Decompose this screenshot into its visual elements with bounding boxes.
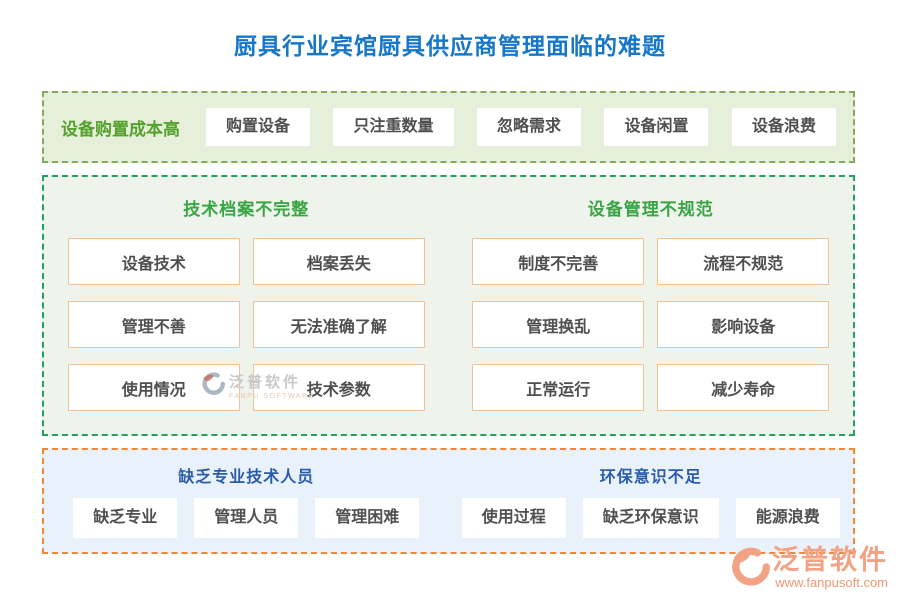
item-box: 缺乏专业 <box>73 498 178 538</box>
group-header: 设备管理不规范 <box>587 200 714 219</box>
item-box: 管理人员 <box>194 498 299 538</box>
item-box: 制度不完善 <box>472 238 645 285</box>
group-personnel: 缺乏专业技术人员 缺乏专业管理人员管理困难 <box>44 450 449 552</box>
fanpu-logo-icon <box>200 371 225 403</box>
item-box: 缺乏环保意识 <box>582 498 719 538</box>
item-box: 设备闲置 <box>604 108 709 146</box>
cost-row: 设备购置成本高 购置设备只注重数量忽略需求设备闲置设备浪费 <box>44 93 853 161</box>
group-management: 设备管理不规范 制度不完善流程不规范管理换乱影响设备正常运行减少寿命 <box>449 177 854 434</box>
section-archives-management: 技术档案不完整 设备技术档案丢失管理不善无法准确了解使用情况技术参数 设备管理不… <box>42 175 855 436</box>
item-box: 流程不规范 <box>657 238 830 285</box>
group-header: 缺乏专业技术人员 <box>178 469 315 486</box>
item-box: 无法准确了解 <box>252 301 425 348</box>
item-box: 管理换乱 <box>472 301 645 348</box>
brandmark-name: 泛普软件 <box>772 545 888 575</box>
watermark-brand: 泛普软件 <box>229 373 302 391</box>
section-personnel-environment: 缺乏专业技术人员 缺乏专业管理人员管理困难 环保意识不足 使用过程缺乏环保意识能… <box>42 448 855 554</box>
cost-section-label: 设备购置成本高 <box>61 119 180 139</box>
item-box: 管理困难 <box>315 498 420 538</box>
item-box: 设备浪费 <box>731 108 836 146</box>
group-item-grid: 设备技术档案丢失管理不善无法准确了解使用情况技术参数 <box>67 238 425 411</box>
item-box: 使用情况 <box>67 364 240 411</box>
item-box: 正常运行 <box>472 364 645 411</box>
watermark-texts: 泛普软件 FANPU SOFTWARE <box>229 375 315 400</box>
group-environment: 环保意识不足 使用过程缺乏环保意识能源浪费 <box>449 450 854 552</box>
section-equipment-cost: 设备购置成本高 购置设备只注重数量忽略需求设备闲置设备浪费 <box>42 91 855 163</box>
brandmark-url: www.fanpusoft.com <box>775 575 888 590</box>
group-item-grid: 制度不完善流程不规范管理换乱影响设备正常运行减少寿命 <box>472 238 830 411</box>
footer-brandmark: 泛普软件 www.fanpusoft.com <box>728 547 888 594</box>
item-box: 购置设备 <box>206 108 311 146</box>
group-item-row: 缺乏专业管理人员管理困难 <box>73 498 420 538</box>
bottom-columns: 缺乏专业技术人员 缺乏专业管理人员管理困难 环保意识不足 使用过程缺乏环保意识能… <box>44 450 853 552</box>
item-box: 管理不善 <box>67 301 240 348</box>
item-box: 减少寿命 <box>657 364 830 411</box>
watermark-brand-en: FANPU SOFTWARE <box>229 392 315 400</box>
group-item-row: 使用过程缺乏环保意识能源浪费 <box>461 498 840 538</box>
fanpu-logo-icon <box>728 547 770 594</box>
group-header: 环保意识不足 <box>599 469 702 486</box>
item-box: 档案丢失 <box>252 238 425 285</box>
item-box: 设备技术 <box>67 238 240 285</box>
page-title: 厨具行业宾馆厨具供应商管理面临的难题 <box>234 33 666 59</box>
center-watermark: 泛普软件 FANPU SOFTWARE <box>200 371 315 403</box>
group-archives: 技术档案不完整 设备技术档案丢失管理不善无法准确了解使用情况技术参数 <box>44 177 449 434</box>
item-box: 忽略需求 <box>476 108 581 146</box>
item-box: 只注重数量 <box>333 108 454 146</box>
item-box: 使用过程 <box>461 498 566 538</box>
item-box: 能源浪费 <box>735 498 840 538</box>
item-box: 技术参数 <box>252 364 425 411</box>
middle-columns: 技术档案不完整 设备技术档案丢失管理不善无法准确了解使用情况技术参数 设备管理不… <box>44 177 853 434</box>
cost-item-list: 购置设备只注重数量忽略需求设备闲置设备浪费 <box>206 108 836 146</box>
group-header: 技术档案不完整 <box>183 200 310 219</box>
brandmark-texts: 泛普软件 www.fanpusoft.com <box>772 545 888 590</box>
item-box: 影响设备 <box>657 301 830 348</box>
